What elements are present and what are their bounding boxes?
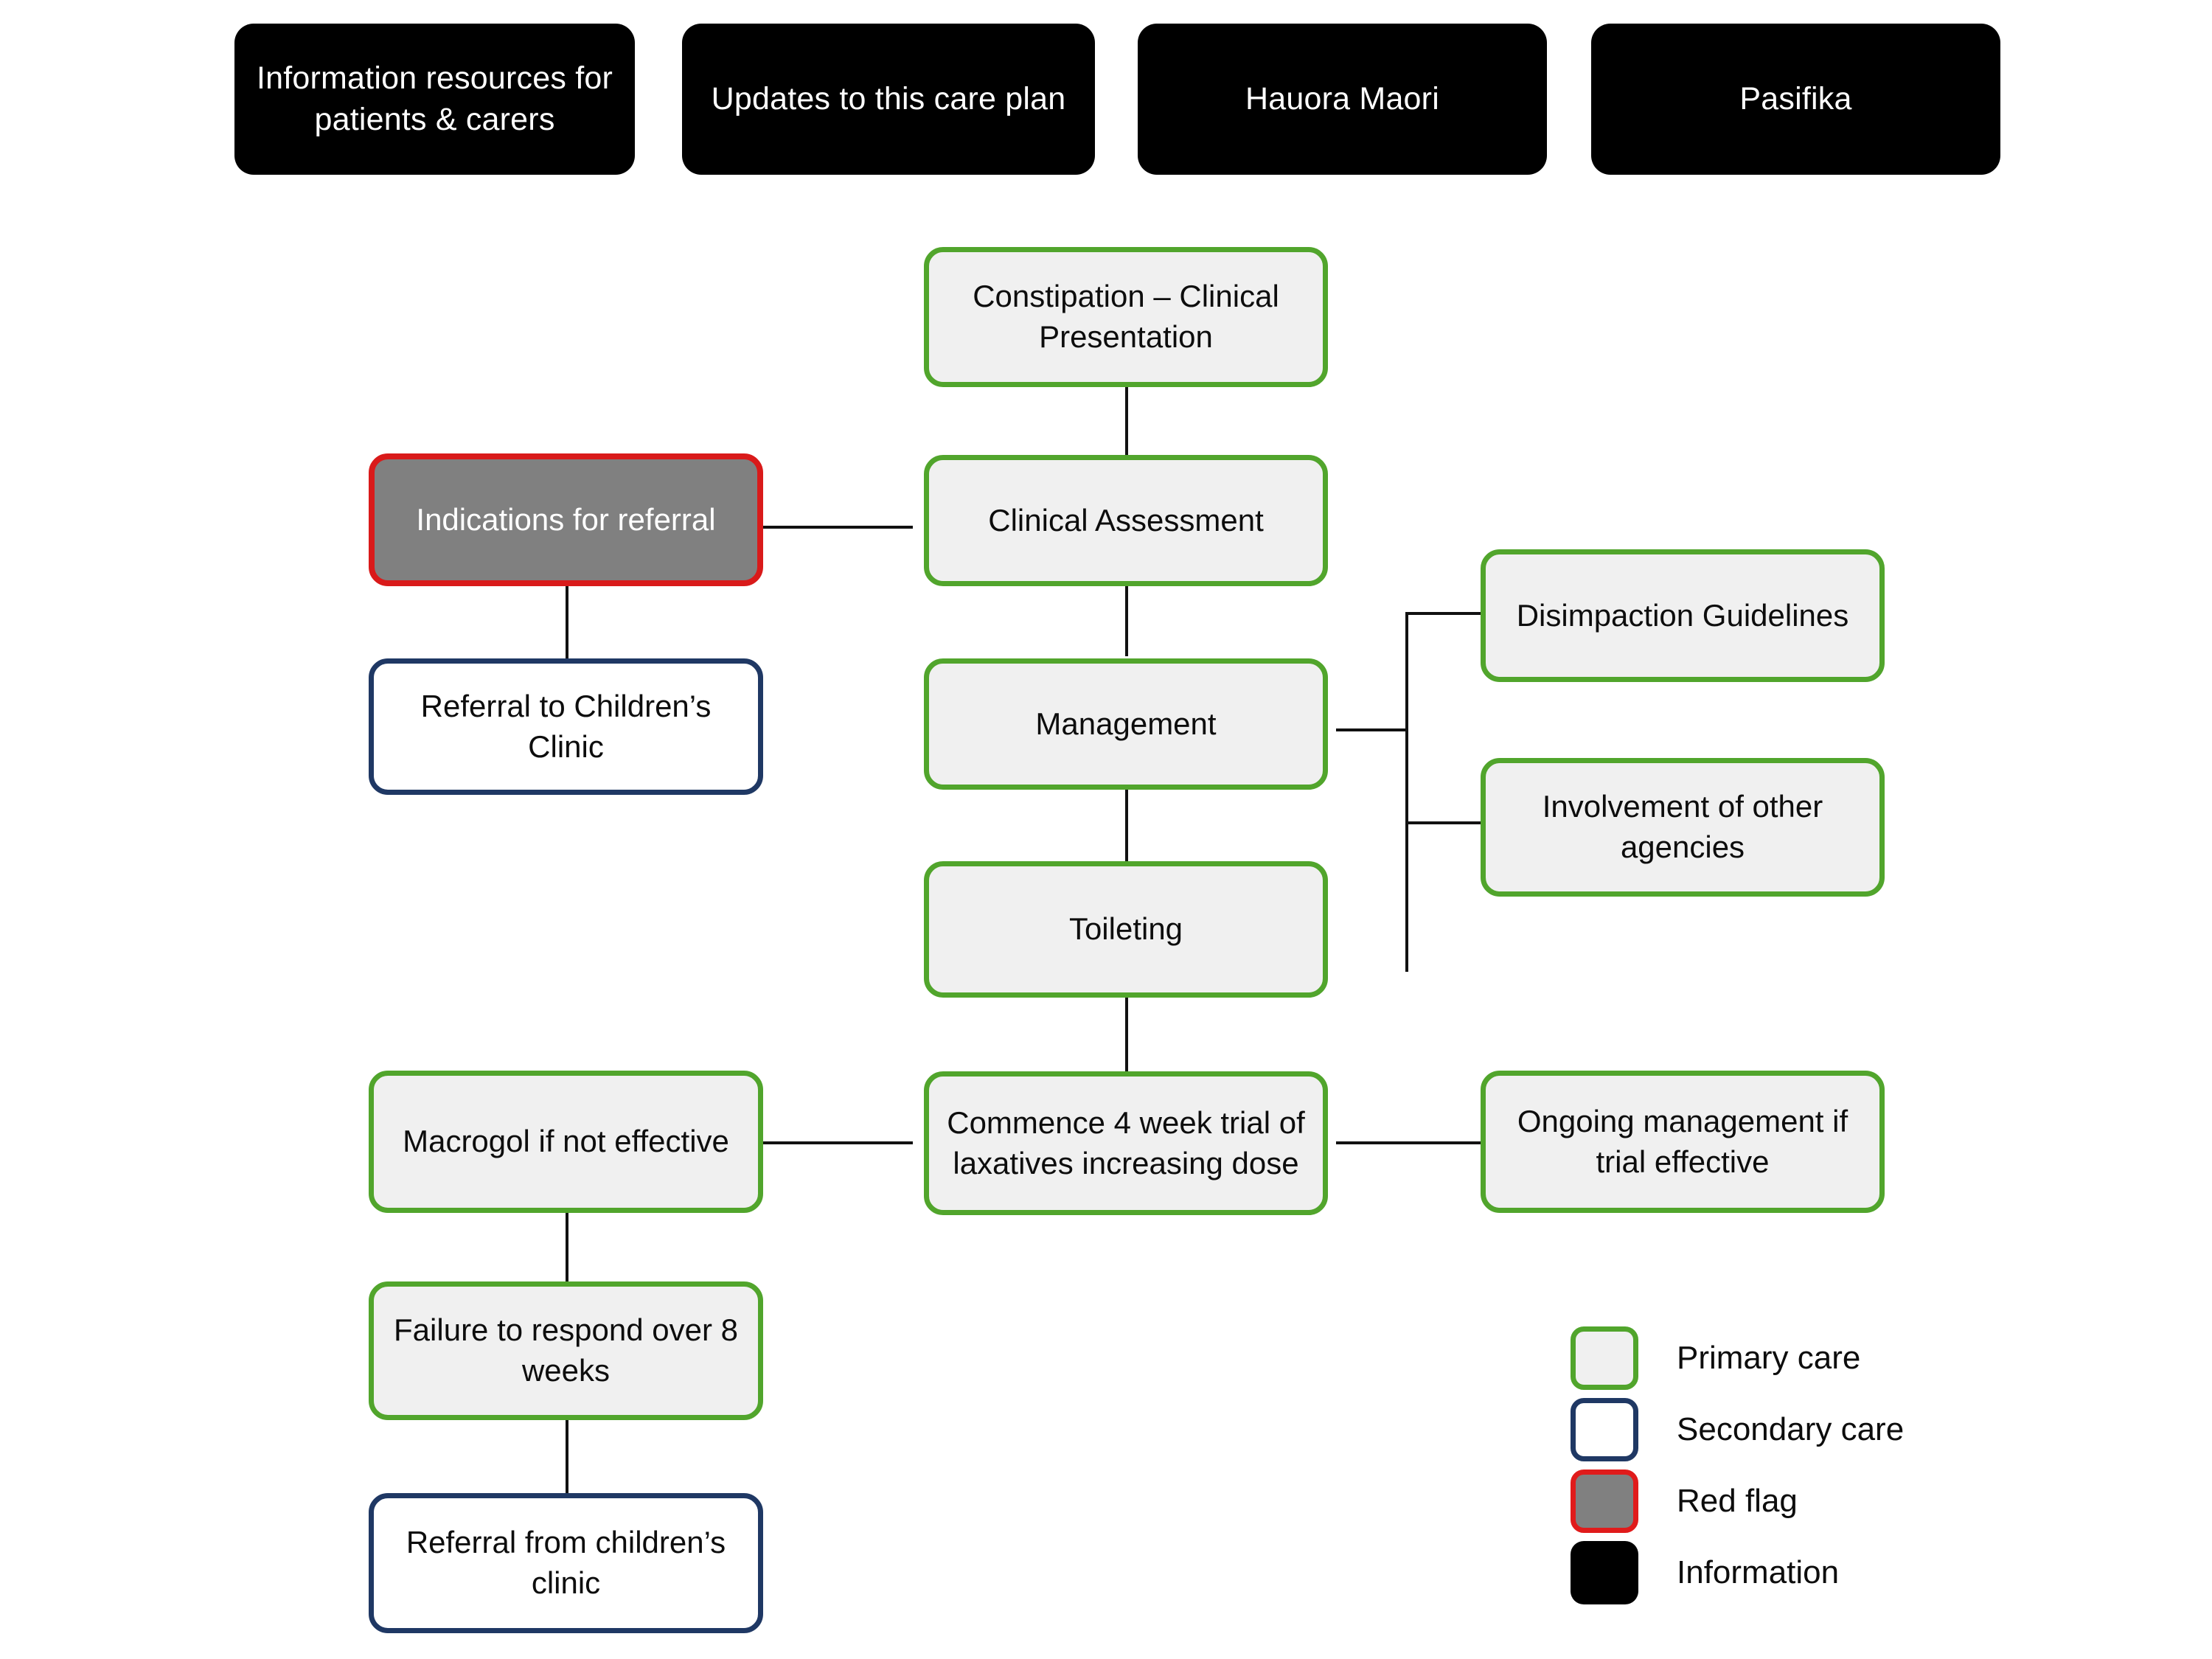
connector-branch-to-other-agencies <box>1405 821 1485 824</box>
node-constipation-clinical-presentation[interactable]: Constipation – Clinical Presentation <box>924 247 1328 387</box>
connector-commence-to-ongoing <box>1336 1141 1488 1144</box>
button-hauora-maori[interactable]: Hauora Maori <box>1138 24 1547 175</box>
node-indications-for-referral[interactable]: Indications for referral <box>369 453 763 586</box>
connector-toileting-to-commence <box>1125 994 1128 1075</box>
connector-macrogol-to-failure <box>566 1209 568 1290</box>
legend-item-primary-care: Primary care <box>1571 1324 2028 1393</box>
legend-label-information: Information <box>1677 1554 1840 1590</box>
connector-assessment-to-management <box>1125 582 1128 656</box>
node-disimpaction-guidelines[interactable]: Disimpaction Guidelines <box>1481 549 1885 682</box>
legend-swatch-red-flag-icon <box>1571 1470 1638 1533</box>
legend-swatch-secondary-care-icon <box>1571 1398 1638 1461</box>
connector-referral-to-childrens-clinic <box>566 581 568 662</box>
connector-failure-to-referral <box>566 1417 568 1498</box>
legend-swatch-primary-care-icon <box>1571 1326 1638 1390</box>
legend: Primary care Secondary care Red flag Inf… <box>1571 1324 2028 1626</box>
node-commence-trial-laxatives[interactable]: Commence 4 week trial of laxatives incre… <box>924 1071 1328 1215</box>
connector-management-to-toileting <box>1125 787 1128 861</box>
button-updates-care-plan[interactable]: Updates to this care plan <box>682 24 1095 175</box>
button-information-resources[interactable]: Information resources for patients & car… <box>234 24 635 175</box>
legend-item-red-flag: Red flag <box>1571 1467 2028 1536</box>
legend-item-information: Information <box>1571 1538 2028 1607</box>
legend-label-primary-care: Primary care <box>1677 1340 1861 1376</box>
connector-macrogol-to-commence <box>761 1141 913 1144</box>
node-ongoing-management[interactable]: Ongoing management if trial effective <box>1481 1071 1885 1213</box>
legend-label-red-flag: Red flag <box>1677 1483 1798 1519</box>
node-referral-to-childrens-clinic[interactable]: Referral to Children’s Clinic <box>369 658 763 795</box>
node-macrogol-if-not-effective[interactable]: Macrogol if not effective <box>369 1071 763 1213</box>
node-toileting[interactable]: Toileting <box>924 861 1328 998</box>
button-pasifika[interactable]: Pasifika <box>1591 24 2000 175</box>
node-clinical-assessment[interactable]: Clinical Assessment <box>924 455 1328 586</box>
connector-management-branch-stub <box>1336 728 1408 731</box>
legend-item-secondary-care: Secondary care <box>1571 1395 2028 1464</box>
connector-referral-to-assessment <box>761 526 913 529</box>
connector-management-branch-trunk <box>1405 612 1408 972</box>
legend-label-secondary-care: Secondary care <box>1677 1411 1905 1447</box>
connector-constipation-to-assessment <box>1125 383 1128 457</box>
node-referral-from-childrens-clinic[interactable]: Referral from children’s clinic <box>369 1493 763 1633</box>
legend-swatch-information-icon <box>1571 1541 1638 1604</box>
node-failure-to-respond[interactable]: Failure to respond over 8 weeks <box>369 1281 763 1420</box>
connector-branch-to-disimpaction <box>1405 612 1485 615</box>
node-management[interactable]: Management <box>924 658 1328 790</box>
node-involvement-other-agencies[interactable]: Involvement of other agencies <box>1481 758 1885 897</box>
